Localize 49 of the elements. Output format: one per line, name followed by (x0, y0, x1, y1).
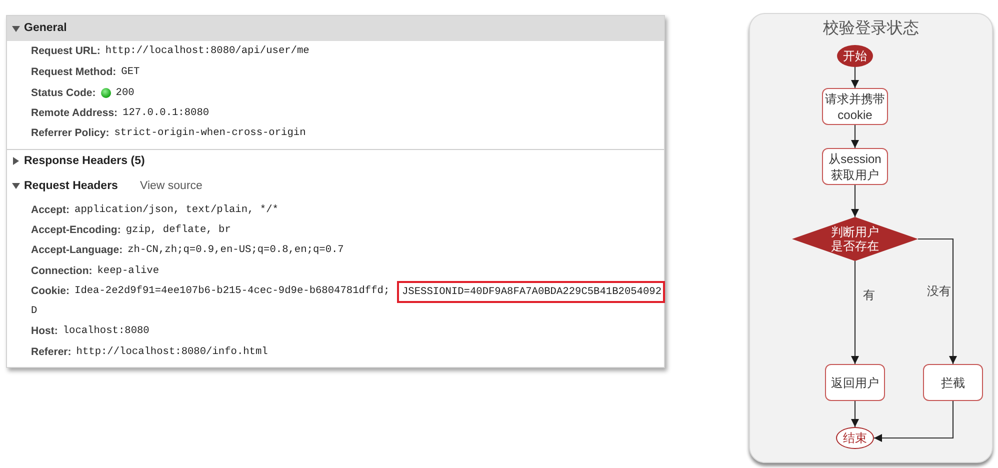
field-name: Accept: (31, 203, 70, 217)
field-name: Referer: (31, 345, 72, 359)
view-source-link: View source (140, 179, 202, 193)
field-name: Host: (31, 324, 58, 338)
arrow (851, 125, 859, 148)
section-title: General (24, 21, 67, 35)
field-value: http://localhost:8080/info.html (76, 345, 268, 359)
start-oval: 开始 (837, 45, 873, 67)
field-value: zh-CN,zh;q=0.9,en-US;q=0.8,en;q=0.7 (128, 243, 344, 257)
field-value: 200 (116, 86, 134, 100)
panel-title: 校验登录状态 (823, 19, 919, 38)
arrow (874, 401, 954, 442)
arrow (918, 238, 957, 364)
decision-diamond: 判断用户是否存在 (792, 217, 918, 261)
field-value: 127.0.0.1:8080 (122, 106, 210, 120)
process-box: 从session获取用户 (822, 148, 888, 185)
edge-label: 没有 (926, 284, 952, 298)
field-name: Request URL: (31, 44, 100, 58)
process-box: 返回用户 (825, 364, 885, 401)
field-value: http://localhost:8080/api/user/me (105, 44, 310, 58)
arrow (851, 401, 859, 427)
end-oval: 结束 (836, 427, 874, 449)
section-title: Response Headers (5) (24, 154, 145, 168)
flowchart-panel (749, 13, 993, 463)
field-name: Referrer Policy: (31, 126, 110, 140)
field-name: Remote Address: (31, 106, 118, 120)
section-title: Request Headers (24, 179, 118, 193)
field-value: gzip, deflate, br (126, 223, 231, 237)
arrow (851, 67, 859, 88)
field-name: Cookie: (31, 284, 70, 298)
edge-label: 有 (862, 288, 876, 302)
process-box: 请求并携带cookie (822, 88, 888, 125)
field-value: D (31, 304, 38, 318)
field-value: application/json, text/plain, */* (74, 203, 278, 217)
header-bar (7, 16, 664, 41)
field-name: Accept-Language: (31, 243, 123, 257)
field-name: Connection: (31, 264, 92, 278)
field-value: localhost:8080 (62, 324, 150, 338)
field-name: Accept-Encoding: (31, 223, 121, 237)
arrow (851, 185, 859, 217)
process-box: 拦截 (923, 364, 983, 401)
highlight-box: JSESSIONID=40DF9A8FA7A0BDA229C5B41B2054092 (397, 281, 665, 303)
field-value: Idea-2e2d9f91=4ee107b6-b215-4cec-9d9e-b6804781dffd; (74, 284, 390, 298)
field-value: keep-alive (97, 264, 160, 278)
field-value: GET (121, 65, 140, 79)
field-name: Request Method: (31, 65, 116, 79)
field-name: Status Code: (31, 86, 96, 100)
arrow (851, 261, 859, 364)
field-value: strict-origin-when-cross-origin (114, 126, 306, 140)
